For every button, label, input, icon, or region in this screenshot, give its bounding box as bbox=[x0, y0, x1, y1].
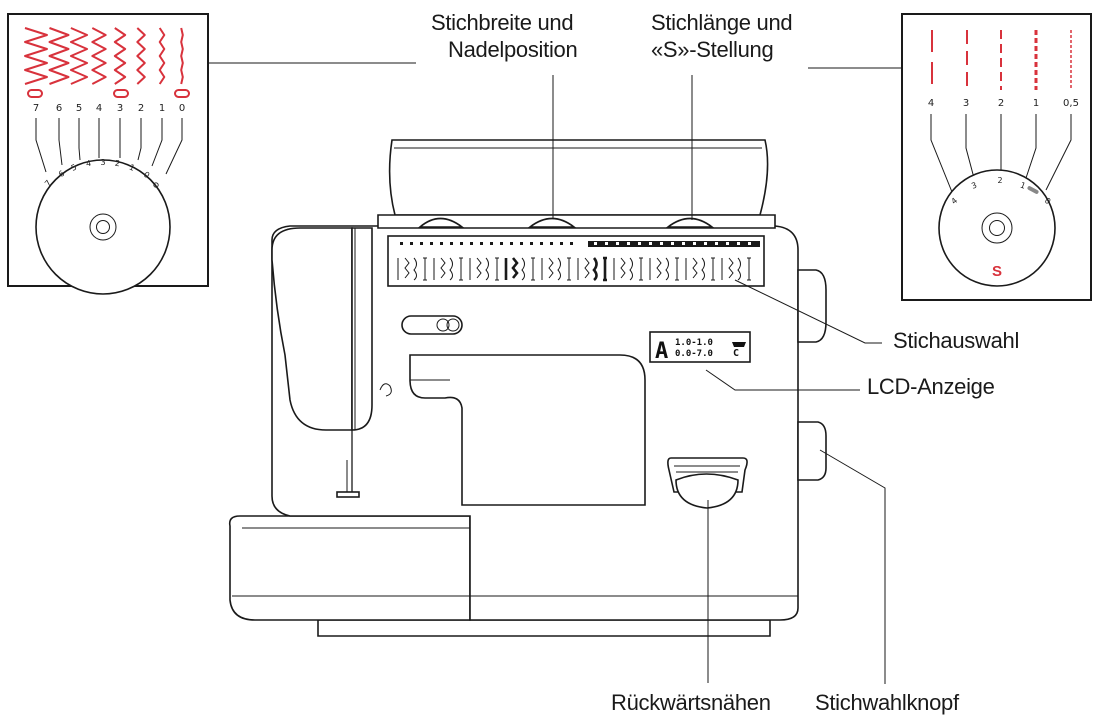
svg-text:7: 7 bbox=[43, 178, 53, 188]
svg-text:4: 4 bbox=[950, 196, 960, 206]
length-dial bbox=[938, 169, 1056, 287]
lcd-row1: 1.0-1.0 bbox=[675, 338, 713, 348]
lcd-foot-icon bbox=[732, 342, 746, 347]
length-number: 1 bbox=[1033, 98, 1039, 109]
length-dial-numbers: 4 3 2 1 0 bbox=[950, 176, 1053, 206]
width-number: 6 bbox=[56, 103, 62, 114]
width-dial bbox=[35, 159, 171, 295]
sewing-machine: A 1.0-1.0 0.0-7.0 C bbox=[228, 139, 827, 637]
stitch-width-inset: 7 6 5 4 3 2 1 0 7 6 5 4 3 bbox=[7, 13, 209, 295]
length-number: 3 bbox=[963, 98, 969, 109]
head-face bbox=[351, 227, 373, 431]
width-number: 4 bbox=[96, 103, 102, 114]
label-s-position: «S»-Stellung bbox=[651, 37, 773, 62]
svg-text:1: 1 bbox=[1019, 181, 1027, 191]
machine-base bbox=[317, 619, 771, 637]
needle-position-right-marker bbox=[174, 89, 190, 98]
width-number: 0 bbox=[179, 103, 185, 114]
width-number: 7 bbox=[33, 103, 39, 114]
label-stitch-selector-knob: Stichwahlknopf bbox=[815, 690, 960, 715]
svg-text:1: 1 bbox=[128, 163, 136, 173]
label-stitch-length: Stichlänge und bbox=[651, 10, 792, 35]
width-scale-numbers: 7 6 5 4 3 2 1 0 bbox=[33, 103, 185, 114]
width-number: 3 bbox=[117, 103, 123, 114]
width-dial-hub bbox=[89, 213, 117, 241]
stitch-chart-symbols bbox=[397, 242, 751, 282]
stitch-length-dial-knob bbox=[665, 217, 715, 228]
width-number: 2 bbox=[138, 103, 144, 114]
labels: Stichbreite und Nadelposition Stichlänge… bbox=[431, 10, 1019, 715]
s-position-mark: S bbox=[992, 263, 1002, 280]
label-needle-position: Nadelposition bbox=[448, 37, 577, 62]
length-scale-numbers: 4 3 2 1 0,5 bbox=[928, 98, 1079, 109]
lcd-suffix: C bbox=[733, 348, 739, 359]
width-dial-numbers: 7 6 5 4 3 2 1 0 bbox=[43, 158, 159, 188]
width-knob bbox=[417, 217, 465, 228]
stitch-selector-knob[interactable] bbox=[797, 421, 827, 481]
svg-text:3: 3 bbox=[100, 158, 105, 167]
label-reverse-sewing: Rückwärtsnähen bbox=[611, 690, 771, 715]
length-dial-hub-inner bbox=[989, 220, 1005, 236]
callout-lines bbox=[208, 62, 902, 684]
width-number: 5 bbox=[76, 103, 82, 114]
lcd-screen bbox=[649, 331, 751, 363]
svg-text:4: 4 bbox=[85, 159, 92, 169]
presser-foot bbox=[336, 491, 360, 498]
top-cover bbox=[388, 139, 769, 216]
svg-text:2: 2 bbox=[997, 176, 1002, 185]
svg-text:5: 5 bbox=[70, 163, 78, 173]
stitch-width-dial-knob bbox=[527, 217, 577, 228]
label-stitch-width: Stichbreite und bbox=[431, 10, 573, 35]
lcd-row2: 0.0-7.0 bbox=[675, 349, 713, 359]
width-number: 1 bbox=[159, 103, 165, 114]
free-arm bbox=[228, 515, 471, 621]
label-stitch-selection: Stichauswahl bbox=[893, 328, 1019, 353]
machine-head bbox=[271, 227, 353, 431]
width-dial-hub-inner bbox=[96, 220, 110, 234]
stitch-length-inset: 4 3 2 1 0,5 4 3 2 1 0 S bbox=[901, 13, 1092, 301]
straight-stitch-icon bbox=[931, 30, 1072, 90]
svg-text:6: 6 bbox=[57, 169, 66, 179]
length-leader-lines bbox=[930, 114, 1072, 193]
arm-opening bbox=[409, 354, 646, 506]
length-dial-hub bbox=[981, 212, 1013, 244]
length-number: 0,5 bbox=[1063, 98, 1079, 109]
svg-text:3: 3 bbox=[970, 181, 978, 191]
lcd-letter: A bbox=[655, 339, 668, 364]
thread-lever bbox=[379, 383, 392, 397]
length-number: 2 bbox=[998, 98, 1004, 109]
svg-text:2: 2 bbox=[114, 159, 121, 169]
svg-text:0: 0 bbox=[1043, 196, 1053, 206]
length-number: 4 bbox=[928, 98, 934, 109]
label-lcd-display: LCD-Anzeige bbox=[867, 374, 995, 399]
width-leader-lines bbox=[35, 118, 183, 175]
reverse-button[interactable] bbox=[675, 473, 739, 509]
needle-position-center-marker bbox=[113, 89, 129, 98]
needle-position-left-marker bbox=[27, 89, 43, 98]
svg-text:0: 0 bbox=[142, 170, 151, 180]
hand-wheel bbox=[797, 269, 827, 343]
zigzag-stitch-icon bbox=[24, 27, 184, 85]
